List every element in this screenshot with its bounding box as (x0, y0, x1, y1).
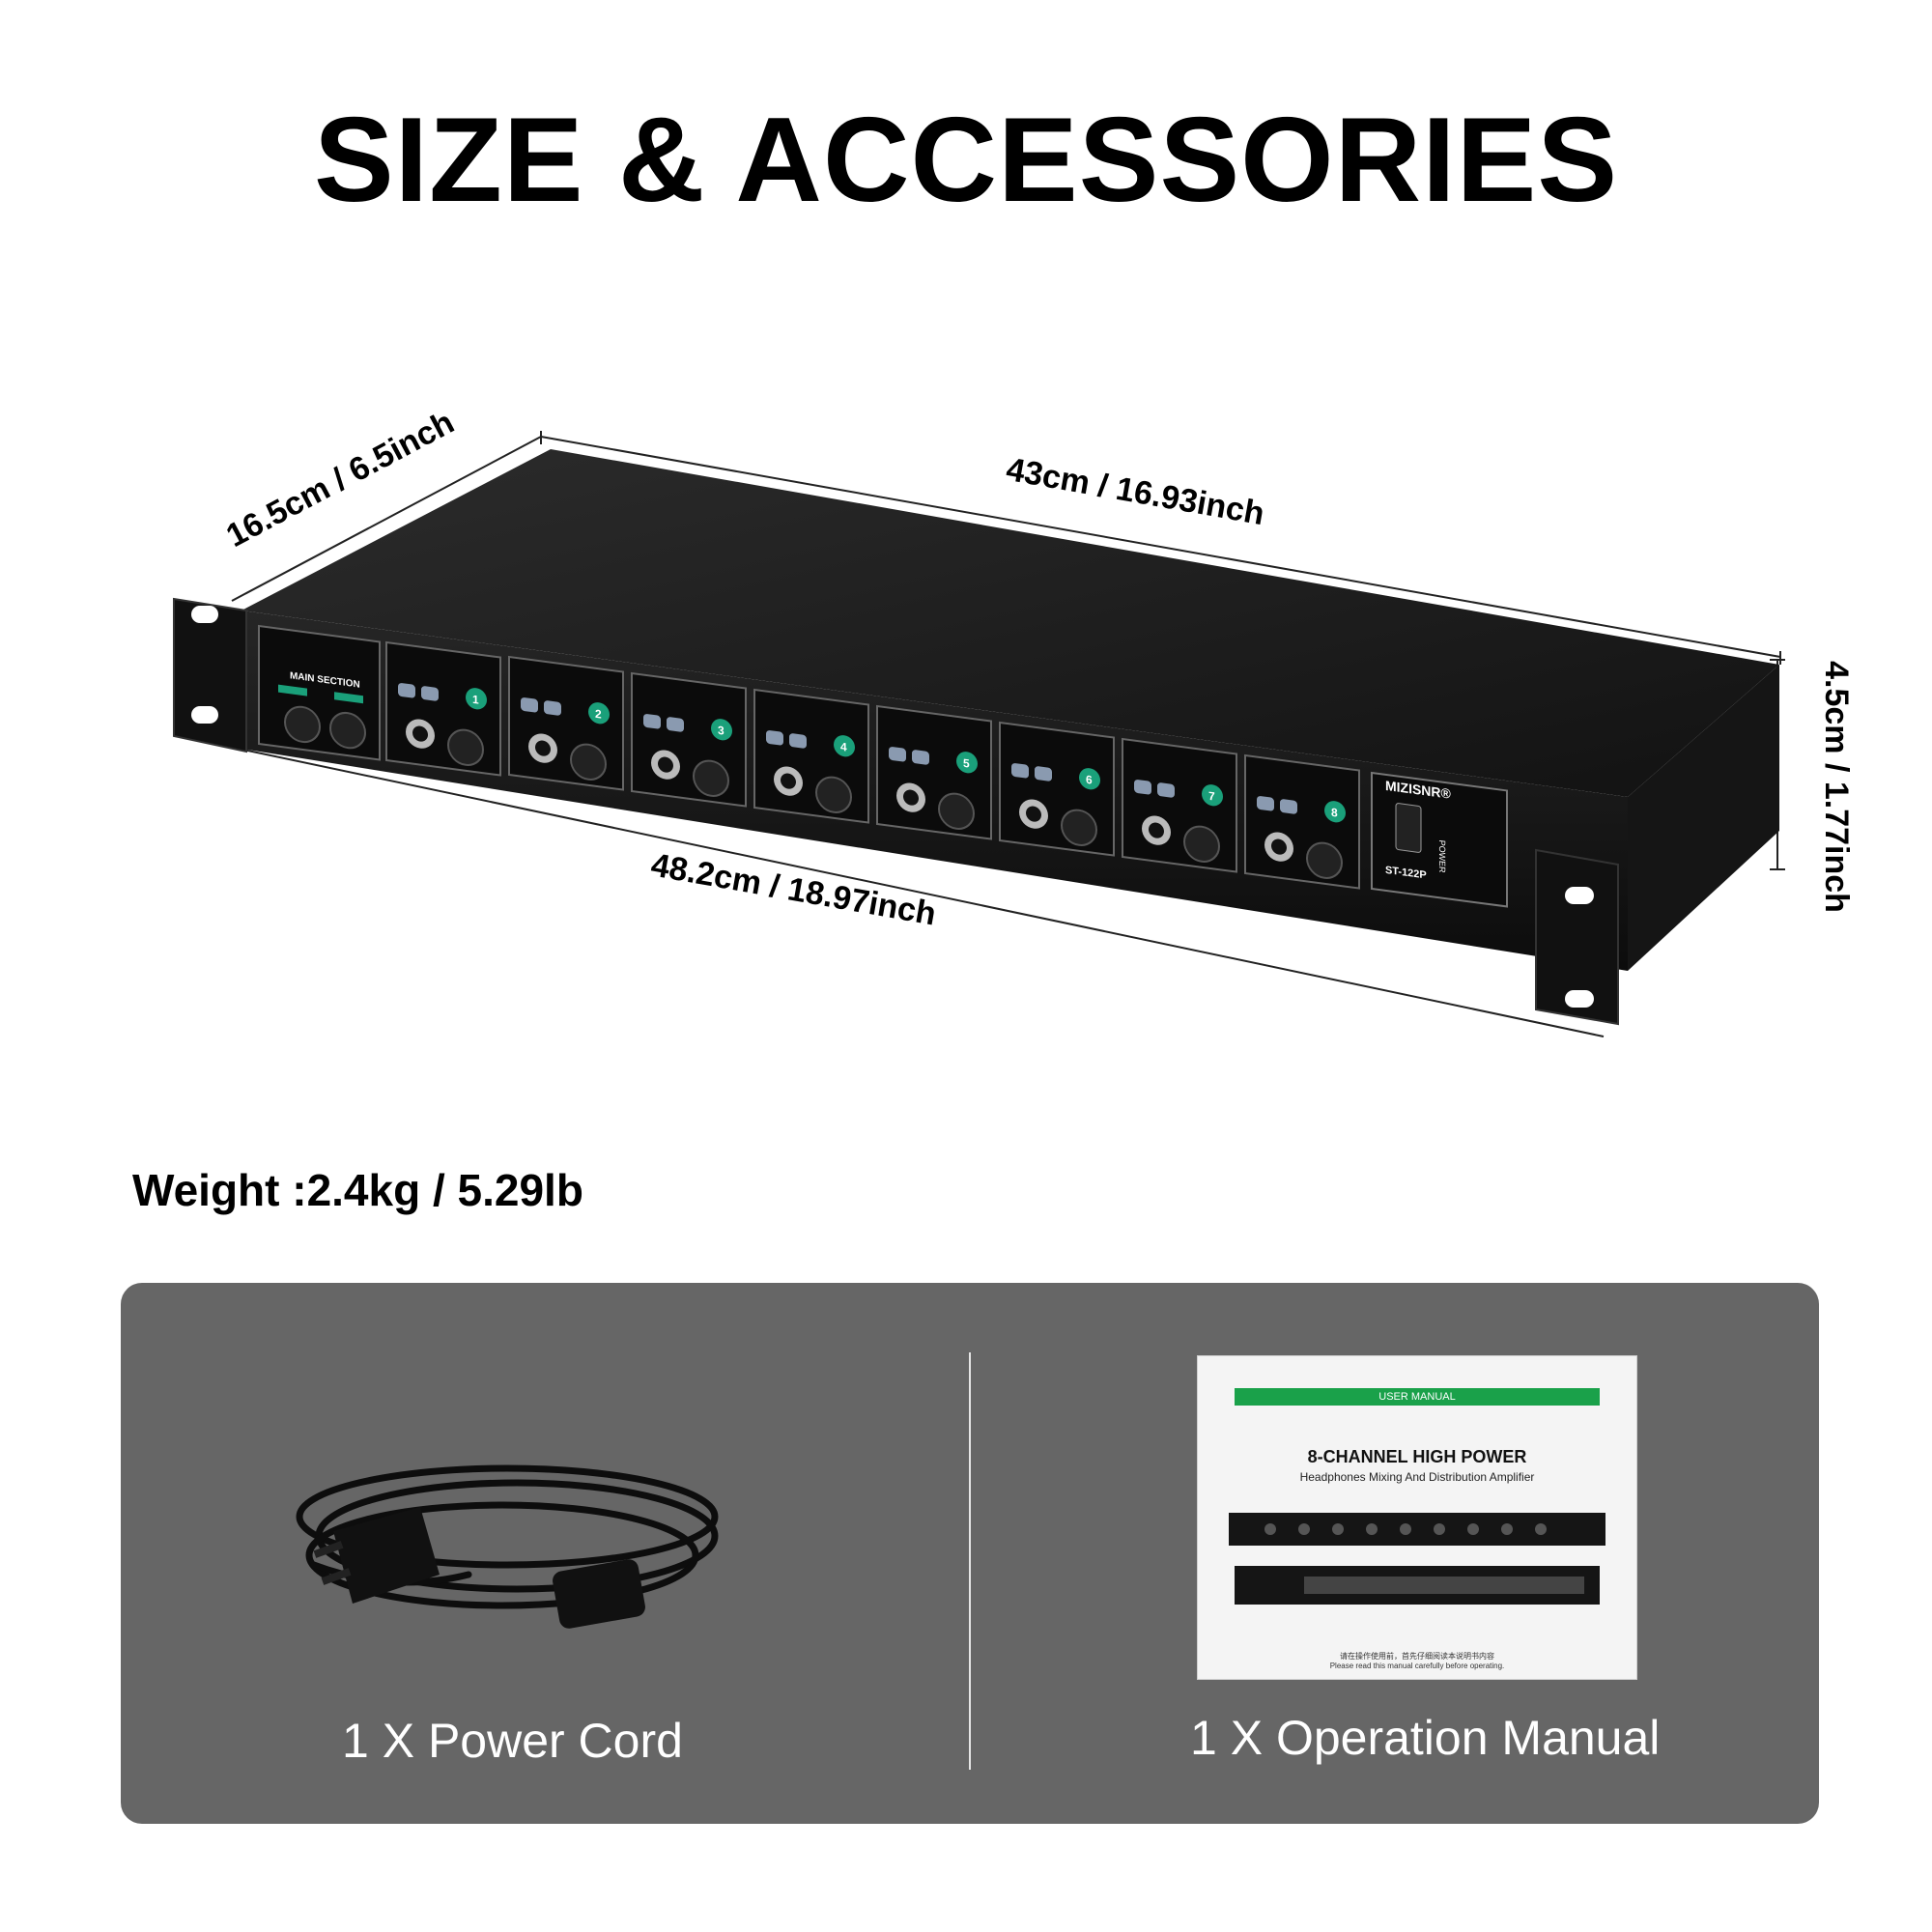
accessories-divider (969, 1352, 971, 1770)
height-dimension: 4.5cm / 1.77inch (1817, 661, 1855, 913)
manual-device-images (1229, 1513, 1605, 1605)
device-illustration: MAIN SECTION 1 2 3 (173, 431, 1785, 1037)
manual-title: 8-CHANNEL HIGH POWER (1307, 1447, 1527, 1466)
power-cord-icon (296, 1464, 719, 1629)
front-channels: MAIN SECTION 1 2 3 (258, 624, 1508, 908)
channel-number: 6 (1086, 773, 1093, 787)
channel-number: 8 (1331, 806, 1338, 820)
operation-manual-label: 1 X Operation Manual (1190, 1711, 1661, 1765)
channel-number: 1 (472, 693, 479, 707)
manual-footer-en: Please read this manual carefully before… (1329, 1662, 1505, 1670)
manual-subtitle: Headphones Mixing And Distribution Ampli… (1299, 1470, 1535, 1484)
channel-number: 7 (1208, 789, 1215, 804)
channel-number: 3 (718, 724, 724, 738)
manual-footer-cn: 请在操作使用前，首先仔细阅读本说明书内容 (1340, 1652, 1494, 1661)
weight-label: Weight :2.4kg / 5.29lb (132, 1165, 583, 1215)
power-label: POWER (1437, 839, 1447, 874)
power-cord-label: 1 X Power Cord (342, 1714, 683, 1768)
manual-icon: USER MANUAL 8-CHANNEL HIGH POWER Headpho… (1198, 1356, 1636, 1679)
manual-header: USER MANUAL (1235, 1388, 1600, 1406)
dimension-lines (183, 431, 1785, 1037)
page-title: SIZE & ACCESSORIES (313, 94, 1619, 227)
device-right-side (1628, 665, 1779, 971)
rack-ear-right (1535, 848, 1619, 1026)
model-label: ST-122P (1385, 865, 1427, 882)
channel-number: 5 (963, 756, 970, 771)
channel-number: 2 (595, 707, 602, 722)
device-top (242, 449, 1779, 797)
channel-number: 4 (840, 740, 847, 754)
